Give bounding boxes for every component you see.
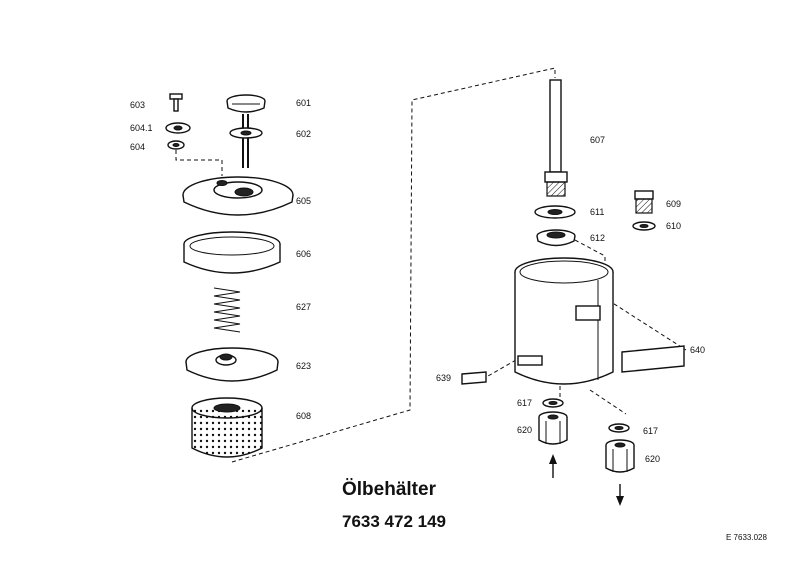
part-610-washer [632,221,656,231]
label-605: 605 [296,196,311,206]
part-609-plug [634,190,654,214]
label-609: 609 [666,199,681,209]
part-639-label [461,371,487,385]
label-620-right: 620 [645,454,660,464]
arrow-up-icon [549,454,557,478]
label-617-left: 617 [517,398,532,408]
label-603: 603 [130,100,145,110]
part-620-fitting-right [605,439,635,473]
diagram-title: Ölbehälter [342,479,437,500]
part-602-dipstick [229,114,263,168]
part-611-washer [534,205,576,219]
tank-body [514,257,614,385]
drawing-reference: E 7633.028 [726,533,767,542]
label-602: 602 [296,129,311,139]
label-612: 612 [590,233,605,243]
label-617-right: 617 [643,426,658,436]
part-607-dip-tube [544,79,568,197]
part-617-washer-right [608,423,630,433]
label-607: 607 [590,135,605,145]
label-623: 623 [296,361,311,371]
part-number: 7633 472 149 [342,512,446,531]
label-639: 639 [436,373,451,383]
part-617-washer-left [542,398,564,408]
label-606: 606 [296,249,311,259]
part-640-label [621,345,685,373]
label-610: 610 [666,221,681,231]
part-627-spring [213,287,241,333]
part-620-fitting-left [538,411,568,445]
part-612-seat [536,229,576,247]
arrow-down-icon [616,484,624,506]
label-640: 640 [690,345,705,355]
part-623-plate [185,347,279,382]
part-601-cap [226,94,266,113]
part-603-screw [169,93,183,112]
label-611: 611 [590,207,604,217]
label-601: 601 [296,98,311,108]
part-606-ring [183,231,281,274]
part-608-filter [191,397,263,458]
label-627: 627 [296,302,311,312]
label-604-1: 604.1 [130,123,153,133]
label-608: 608 [296,411,311,421]
part-604-1-washer [165,122,191,134]
part-604-washer [167,140,185,150]
part-605-lid [182,176,294,216]
label-620-left: 620 [517,425,532,435]
label-604: 604 [130,142,145,152]
